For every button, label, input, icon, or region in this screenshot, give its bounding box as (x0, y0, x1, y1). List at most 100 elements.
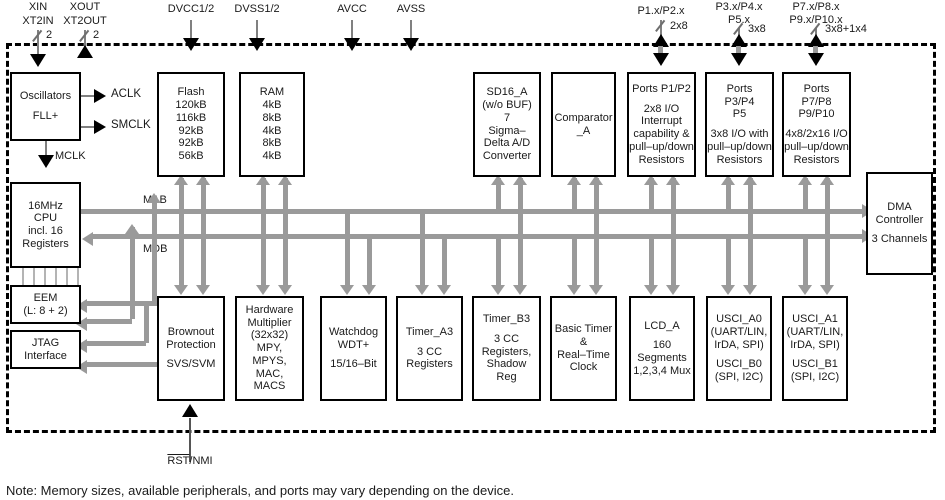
stub-flash-mab (179, 178, 184, 210)
jtag-path-h1 (84, 341, 146, 346)
stub-timerb3-mdb (518, 234, 523, 287)
block-cpu[interactable]: 16MHz CPU incl. 16 Registers (10, 182, 81, 268)
block-basic-timer-rtc[interactable]: Basic Timer & Real–Time Clock (550, 296, 617, 401)
block-sd16-a[interactable]: SD16_A (w/o BUF) 7 Sigma– Delta A/D Conv… (473, 72, 541, 177)
block-uscia1-line-5: (SPI, I2C) (790, 371, 840, 384)
eem-path-v1-arrow (147, 193, 161, 203)
block-uscia1-line-0: USCI_A1 (792, 313, 838, 326)
stub-timera3-mdb (442, 234, 447, 287)
pin-stem-port12 (658, 46, 663, 56)
block-ram-line-3: 4kB (262, 124, 282, 137)
block-ports345-line-5: pull–up/down (707, 140, 772, 153)
block-ram-line-2: 8kB (262, 111, 282, 124)
block-jtag-interface[interactable]: JTAG Interface (10, 330, 81, 369)
block-eem-line-0: EEM (33, 291, 58, 304)
pin-line-xout (84, 30, 86, 56)
pin-label-avcc: AVCC (337, 3, 367, 15)
stub-comparator-mab-arrow (567, 175, 581, 185)
block-sd16a-line-5: Converter (482, 150, 532, 162)
block-brownout-line-0: Brownout (167, 325, 215, 338)
block-ports345-line-4: 3x8 I/O with (710, 128, 769, 140)
block-oscillators[interactable]: Oscillators FLL+ (10, 72, 81, 141)
block-dma-controller[interactable]: DMA Controller 3 Channels (866, 172, 933, 275)
cpu-eem-comb-1 (22, 268, 24, 285)
stub-ports345-mab (726, 178, 731, 210)
mclk-arrow (38, 155, 54, 168)
stub-uscia0-mdb-arrow (743, 285, 757, 295)
cpu-eem-comb-5 (66, 268, 68, 285)
aclk-line (81, 95, 97, 97)
block-sd16a-line-0: SD16_A (486, 86, 528, 99)
eem-path-v2 (130, 227, 135, 319)
block-timera3-line-3: Registers (406, 358, 453, 371)
stub-uscia0-mab (726, 234, 731, 287)
block-ports12-line-2: 2x8 I/O (643, 102, 680, 115)
stub-brownout-mdb (201, 234, 206, 287)
stub-timerb3-mdb-arrow (513, 285, 527, 295)
block-ports-p7-p10[interactable]: Ports P7/P8 P9/P10 4x8/2x16 I/O pull–up/… (782, 72, 851, 177)
block-brownout-protection[interactable]: Brownout Protection SVS/SVM (157, 296, 225, 401)
block-usci-a1-b1[interactable]: USCI_A1 (UART/LIN, IrDA, SPI) USCI_B1 (S… (782, 296, 848, 401)
block-timera3-line-2: 3 CC (416, 345, 443, 358)
jtag-path-v1 (144, 301, 149, 343)
stub-ports12-mdb-arrow (666, 175, 680, 185)
stub-comparator-mab (572, 178, 577, 210)
stub-lcda-mdb-arrow (666, 285, 680, 295)
block-ports12-line-4: capability & (633, 128, 690, 140)
bus-mdb (92, 234, 870, 239)
cpu-eem-comb-2 (33, 268, 35, 285)
block-eem[interactable]: EEM (L: 8 + 2) (10, 285, 81, 324)
block-lcda-line-2: 160 (652, 339, 672, 352)
block-ports-p1-p2[interactable]: Ports P1/P2 2x8 I/O Interrupt capability… (627, 72, 696, 177)
pin-label-port12: P1.x/P2.x (637, 5, 685, 17)
block-flash[interactable]: Flash 120kB 116kB 92kB 92kB 56kB (157, 72, 225, 177)
stub-basictimer-mdb (594, 234, 599, 287)
block-timer-b3[interactable]: Timer_B3 3 CC Registers, Shadow Reg (472, 296, 541, 401)
block-lcd-a[interactable]: LCD_A 160 Segments 1,2,3,4 Mux (629, 296, 695, 401)
block-comparator-a[interactable]: Comparator _A (551, 72, 616, 177)
block-cpu-line-1: CPU (33, 212, 58, 225)
stub-basictimer-mdb-arrow (589, 285, 603, 295)
stub-ports78910-mdb-arrow (820, 175, 834, 185)
block-flash-line-1: 120kB (175, 99, 207, 111)
block-ram[interactable]: RAM 4kB 8kB 4kB 8kB 4kB (239, 72, 305, 177)
cpu-eem-comb-6 (77, 268, 79, 285)
block-timerb3-line-5: Reg (496, 371, 517, 384)
pin-label-port78910-line1: P7.x/P8.x (792, 1, 840, 13)
stub-ports78910-mab (803, 178, 808, 210)
block-ram-line-0: RAM (259, 86, 285, 99)
stub-comparator-mdb-arrow (589, 175, 603, 185)
pin-line-dvss (256, 20, 258, 49)
block-flash-line-4: 92kB (178, 137, 204, 150)
block-hardware-multiplier[interactable]: Hardware Multiplier (32x32) MPY, MPYS, M… (235, 296, 304, 401)
stub-hwmult-mdb (283, 234, 288, 287)
block-uscia0-line-1: (UART/LIN, (710, 325, 768, 338)
stub-lcda-mab-arrow (644, 285, 658, 295)
pin-line-dvcc (190, 20, 192, 49)
block-dma-line-1: Controller (875, 213, 924, 226)
block-ports78910-line-5: pull–up/down (784, 140, 849, 153)
block-timer-a3[interactable]: Timer_A3 3 CC Registers (396, 296, 463, 401)
block-flash-line-2: 116kB (175, 111, 207, 124)
stub-watchdog-mdb (367, 234, 372, 287)
pin-width-port78910: 3x8+1x4 (825, 23, 867, 35)
block-oscillators-line-2: FLL+ (32, 110, 59, 122)
stub-ports345-mab-arrow (721, 175, 735, 185)
block-timerb3-line-3: Registers, (481, 345, 532, 358)
block-ram-line-5: 4kB (262, 150, 282, 162)
block-uscia0-line-0: USCI_A0 (716, 313, 762, 326)
smclk-label: SMCLK (111, 119, 151, 131)
block-timera3-line-0: Timer_A3 (405, 325, 454, 338)
block-usci-a0-b0[interactable]: USCI_A0 (UART/LIN, IrDA, SPI) USCI_B0 (S… (706, 296, 772, 401)
stub-ram-mdb-arrow (278, 175, 292, 185)
block-ports-p3-p4-p5[interactable]: Ports P3/P4 P5 3x8 I/O with pull–up/down… (705, 72, 774, 177)
pin-width-port12: 2x8 (670, 20, 688, 32)
stub-uscia1-mab-arrow (798, 285, 812, 295)
stub-watchdog-mab (345, 209, 350, 287)
block-uscia0-line-4: USCI_B0 (716, 358, 762, 371)
jtag-path-h2-arrow (76, 360, 87, 374)
stub-sd16a-mab-arrow (491, 175, 505, 185)
block-watchdog[interactable]: Watchdog WDT+ 15/16–Bit (320, 296, 387, 401)
pin-line-avss (410, 20, 412, 49)
stub-timerb3-mab-arrow (491, 285, 505, 295)
